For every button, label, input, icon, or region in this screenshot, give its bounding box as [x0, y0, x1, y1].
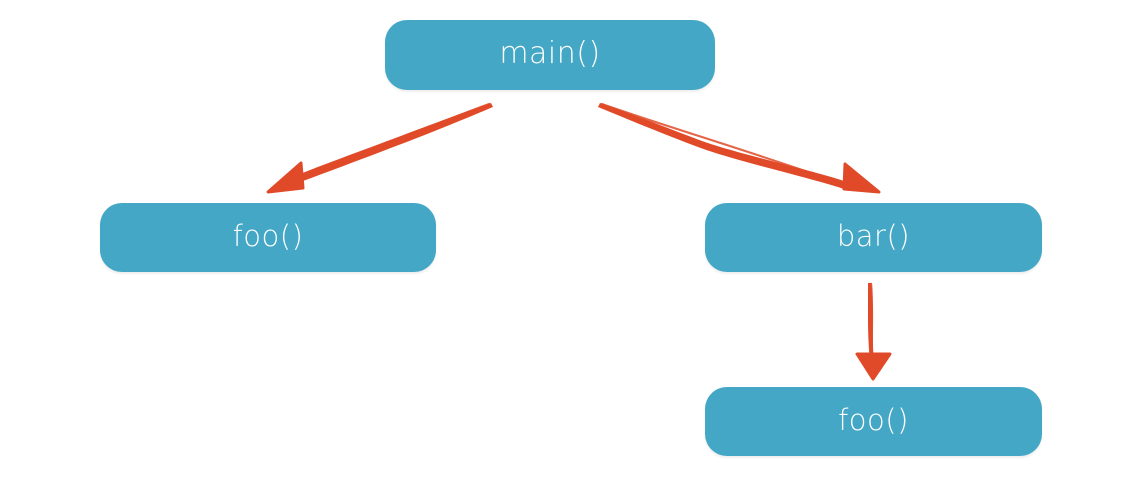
node-bar-label: bar() — [836, 219, 911, 253]
node-foo-left[interactable]: foo() — [100, 203, 436, 272]
node-foo-bottom-label: foo() — [838, 403, 909, 437]
edge-main-to-bar — [598, 102, 881, 194]
node-foo-bottom[interactable]: foo() — [705, 387, 1042, 456]
edge-main-to-foo — [266, 102, 493, 194]
edge-bar-to-foo — [855, 282, 892, 381]
node-bar[interactable]: bar() — [705, 203, 1042, 272]
node-main[interactable]: main() — [385, 20, 715, 90]
node-main-label: main() — [499, 36, 601, 71]
node-foo-left-label: foo() — [232, 219, 304, 253]
